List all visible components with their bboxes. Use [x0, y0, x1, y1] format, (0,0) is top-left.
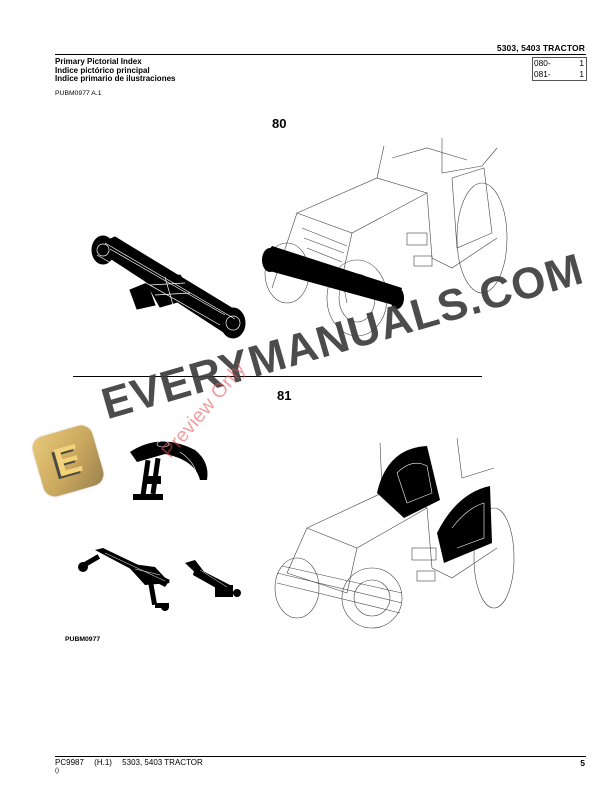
steering-linkage-illustration — [78, 548, 241, 611]
section-index-box: 080- 1 081- 1 — [532, 57, 587, 81]
index-page: 1 — [579, 68, 584, 79]
index-row-080[interactable]: 080- 1 — [533, 58, 586, 69]
title-portuguese: Indice pictórico principal — [55, 65, 150, 75]
page-number: 5 — [580, 758, 585, 768]
footer-sub: () — [55, 768, 59, 774]
section-label-81: 81 — [277, 388, 292, 403]
title-english: Primary Pictorial Index — [55, 57, 142, 66]
section-divider — [73, 376, 482, 377]
header-rule — [55, 54, 586, 55]
everymanuals-logo-icon: E — [29, 422, 107, 500]
tractor-front-illustration — [262, 138, 508, 337]
index-row-081[interactable]: 081- 1 — [533, 69, 586, 80]
revision: (H.1) — [94, 758, 112, 767]
index-titles: Primary Pictorial Index Indice pictórico… — [55, 57, 176, 84]
doc-code: PC9987 — [55, 758, 84, 767]
logo-letter: E — [48, 435, 87, 486]
index-code: 080- — [534, 58, 551, 68]
index-page: 1 — [579, 58, 584, 68]
tractor-fenders-illustration — [274, 437, 515, 629]
model-title: 5303, 5403 TRACTOR — [496, 43, 585, 53]
figure-reference: PUBM0977 — [65, 636, 101, 643]
section-label-80: 80 — [272, 116, 287, 131]
publication-reference: PUBM0977 A.1 — [55, 90, 102, 97]
index-code: 081- — [534, 68, 551, 79]
title-spanish: Indice primario de ilustraciones — [55, 74, 176, 84]
footer-info: PC9987 (H.1) 5303, 5403 TRACTOR — [55, 758, 211, 767]
footer-model: 5303, 5403 TRACTOR — [122, 758, 203, 767]
footer-rule — [55, 756, 586, 757]
front-axle-illustration — [91, 235, 246, 339]
fender-illustration — [130, 440, 208, 500]
